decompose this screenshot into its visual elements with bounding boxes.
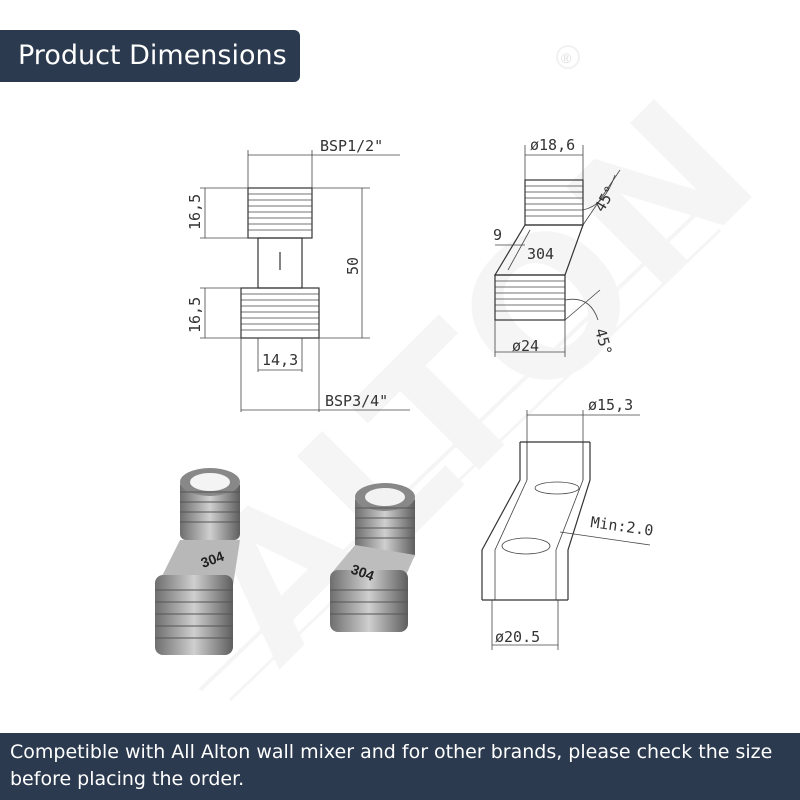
drawing-straight-adapter xyxy=(200,150,410,412)
dim-total-length: 50 xyxy=(344,257,362,275)
dim-bottom-diameter: ø24 xyxy=(512,337,539,355)
dim-section-bottom-diameter: ø20.5 xyxy=(495,628,540,646)
dim-section-top-diameter: ø15,3 xyxy=(588,396,633,414)
product-photo-left xyxy=(155,468,240,655)
dim-offset: 9 xyxy=(493,226,502,244)
material-label-drawing: 304 xyxy=(527,245,554,263)
dim-top-thread: BSP1/2" xyxy=(320,137,383,155)
watermark-logo: ALTON xyxy=(154,45,796,702)
registered-mark: ® xyxy=(561,50,572,66)
photo-label-right: 304 xyxy=(349,561,377,584)
drawing-offset-adapter xyxy=(493,145,621,357)
dim-top-height: 16,5 xyxy=(186,194,204,230)
dim-wall-thickness: Min:2.0 xyxy=(589,513,654,540)
page-title: Product Dimensions xyxy=(0,30,300,82)
dim-bottom-thread: BSP3/4" xyxy=(325,392,388,410)
drawing-section-view xyxy=(481,410,651,650)
product-photo-right xyxy=(330,483,415,632)
dim-bottom-height: 16,5 xyxy=(186,297,204,333)
photo-label-left: 304 xyxy=(199,548,227,571)
compatibility-note: Competible with All Alton wall mixer and… xyxy=(0,733,800,800)
dim-inner-width: 14,3 xyxy=(262,351,298,369)
svg-text:ALTON: ALTON xyxy=(154,60,796,702)
dim-top-diameter: ø18,6 xyxy=(530,136,575,154)
